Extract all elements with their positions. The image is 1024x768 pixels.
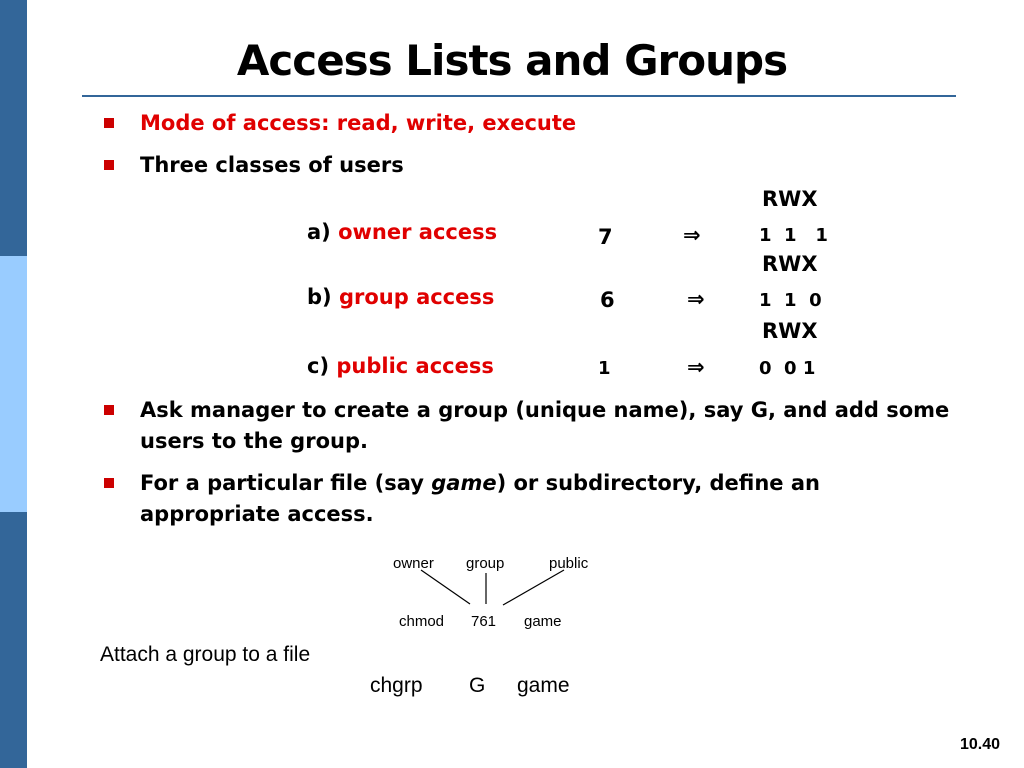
bullet-ask-manager: Ask manager to create a group (unique na…: [140, 395, 949, 457]
chgrp-command: chgrp: [370, 674, 423, 697]
bullet-line: users to the group.: [140, 429, 368, 453]
implies-arrow-icon: ⇒: [683, 223, 701, 247]
bullet-square-icon: [104, 405, 114, 415]
chgrp-file: game: [517, 674, 570, 697]
rwx-header: RWX: [762, 252, 818, 276]
class-row-group: b) group access: [307, 285, 494, 309]
diagram-cmd-mode: 761: [471, 613, 497, 630]
bit-values: 0 0 1: [759, 358, 816, 379]
diagram-label-group: group: [466, 555, 505, 572]
class-row-owner: a) owner access: [307, 220, 497, 244]
class-name: group access: [338, 285, 495, 309]
class-row-public: c) public access: [307, 354, 494, 378]
bullet-mode-of-access: Mode of access: read, write, execute: [140, 111, 577, 135]
bullet-square-icon: [104, 118, 114, 128]
class-name: public access: [336, 354, 494, 378]
bullet-square-icon: [104, 160, 114, 170]
sidebar-highlight: [0, 256, 27, 512]
octal-value: 6: [600, 288, 615, 312]
implies-arrow-icon: ⇒: [687, 287, 705, 311]
diagram-label-owner: owner: [393, 555, 434, 572]
text-fragment: For a particular file (say: [140, 471, 432, 495]
title-divider: [82, 95, 956, 97]
emphasis-text: game: [431, 471, 497, 495]
bullet-particular-file: For a particular file (say game) or subd…: [140, 468, 820, 530]
bullet-line: Ask manager to create a group (unique na…: [140, 398, 950, 422]
implies-arrow-icon: ⇒: [687, 355, 705, 379]
class-prefix: a): [307, 220, 331, 244]
diagram-cmd-chmod: chmod: [399, 613, 445, 630]
slide-title: Access Lists and Groups: [236, 36, 788, 85]
bit-values: 1 1 0: [759, 290, 822, 311]
owner-connector: [420, 569, 471, 605]
page-number: 10.40: [959, 736, 1000, 753]
bullet-square-icon: [104, 478, 114, 488]
rwx-header: RWX: [762, 319, 818, 343]
attach-group-text: Attach a group to a file: [100, 643, 311, 666]
diagram-label-public: public: [549, 555, 589, 572]
rwx-header: RWX: [762, 187, 818, 211]
class-prefix: b): [307, 285, 332, 309]
text-fragment: ) or subdirectory, define an: [496, 471, 820, 495]
octal-value: 7: [598, 225, 613, 249]
class-name: owner access: [338, 220, 498, 244]
class-prefix: c): [307, 354, 330, 378]
left-sidebar-band: [0, 0, 27, 768]
bullet-line: appropriate access.: [140, 502, 374, 526]
diagram-cmd-file: game: [524, 613, 562, 630]
public-connector: [502, 569, 565, 606]
octal-value: 1: [598, 358, 611, 379]
chgrp-group: G: [469, 674, 486, 697]
bullet-three-classes: Three classes of users: [140, 153, 404, 177]
bullet-line: For a particular file (say game) or subd…: [140, 468, 820, 499]
bit-values: 1 1 1: [759, 225, 828, 246]
